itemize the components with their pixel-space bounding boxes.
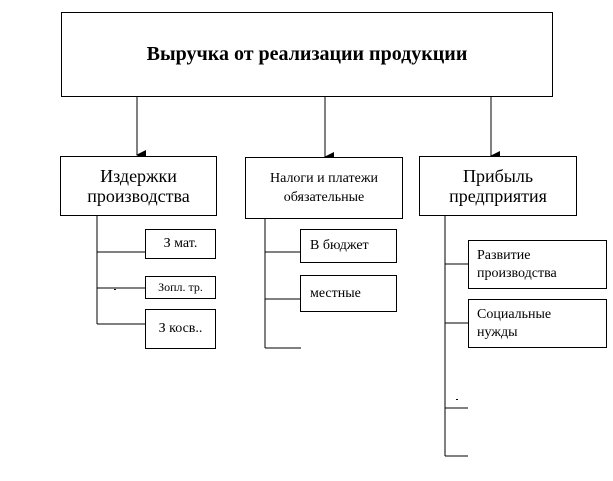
sub-node-budget: В бюджет (300, 229, 397, 263)
root-node-revenue: Выручка от реализации продукции (61, 12, 553, 97)
sub-node-development: Развитие производства (468, 240, 607, 289)
category-node-profit: Прибыль предприятия (419, 156, 577, 216)
stray-dot (114, 289, 116, 290)
category-label: Налоги и платежи обязательные (270, 171, 378, 205)
category-label: Издержки производства (87, 166, 190, 206)
sub-node-label: З косв.. (158, 321, 203, 336)
root-node-label: Выручка от реализации продукции (146, 43, 468, 65)
sub-node-label: Зопл. тр. (158, 280, 203, 294)
stray-dot (456, 399, 458, 400)
category-node-taxes: Налоги и платежи обязательные (245, 157, 403, 219)
sub-node-label: местные (310, 285, 361, 301)
sub-node-label: Развитие производства (477, 247, 557, 281)
sub-node-labor-costs: Зопл. тр. (145, 276, 216, 299)
category-label: Прибыль предприятия (449, 166, 547, 206)
sub-node-label: З мат. (163, 236, 198, 251)
sub-node-local: местные (300, 275, 397, 312)
category-node-costs: Издержки производства (60, 156, 217, 216)
sub-node-label: В бюджет (310, 238, 369, 253)
sub-node-social: Социальные нужды (468, 299, 607, 348)
sub-node-material-costs: З мат. (145, 229, 216, 259)
sub-node-label: Социальные нужды (477, 306, 552, 340)
sub-node-indirect-costs: З косв.. (145, 309, 216, 349)
